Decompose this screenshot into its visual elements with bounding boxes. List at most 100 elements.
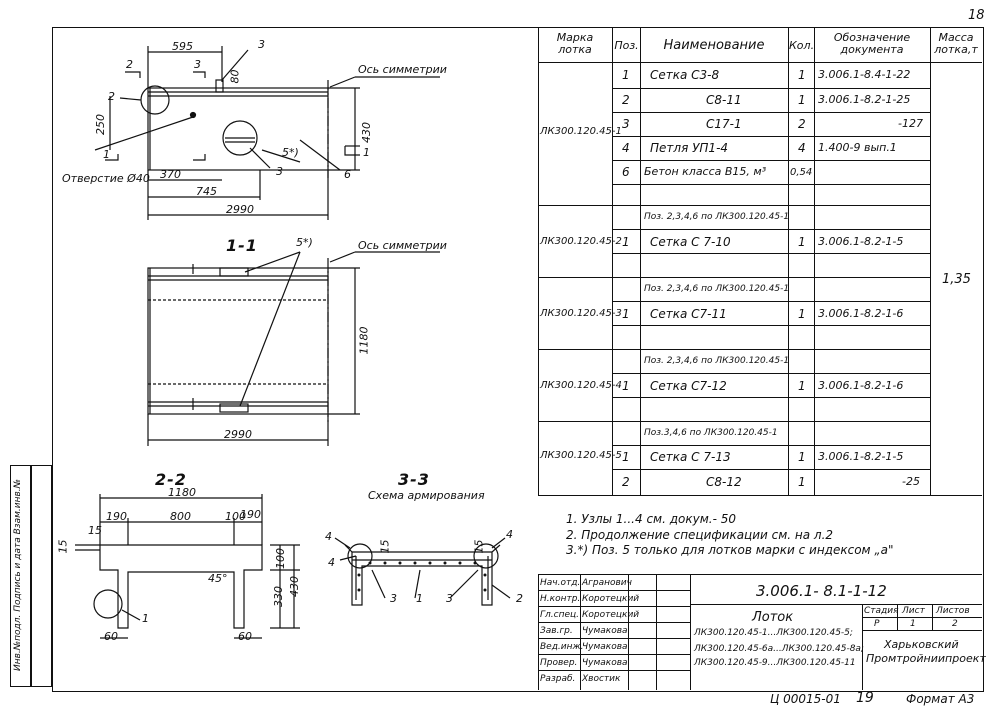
org-line-2: Промтройниипроект [866, 652, 986, 665]
dim-745: 745 [196, 185, 217, 198]
mass-value: 1,35 [942, 272, 971, 287]
footer-format: Формат А3 [906, 692, 975, 706]
row-1-2-qty: 1 [798, 93, 806, 107]
axis-label: Ось симметрии [358, 63, 447, 76]
item-line-1: ЛК300.120.45-1...ЛК300.120.45-5; [694, 628, 853, 638]
drawing-frame [52, 27, 984, 692]
row-4-1-qty: 1 [798, 379, 806, 393]
dim-22-190b: 190 [240, 508, 261, 521]
cut-1b: 1 [363, 146, 370, 159]
row-1-5-pos: 6 [622, 165, 630, 179]
mark-2: ЛК300.120.45-2 [540, 236, 622, 247]
row-1-4-pos: 4 [622, 141, 630, 155]
marker-5: 5*) [282, 146, 299, 159]
note-5: Поз.3,4,6 по ЛК300.120.45-1 [644, 428, 778, 438]
cut-2a: 2 [126, 58, 133, 71]
row-3-1-qty: 1 [798, 307, 806, 321]
dim-430: 430 [360, 122, 373, 143]
row-2-1-pos: 1 [622, 235, 630, 249]
footer-page: 19 [856, 690, 874, 706]
mark-1: ЛК300.120.45-1 [540, 126, 622, 137]
cut-3a: 3 [194, 58, 201, 71]
marker-6: 6 [344, 168, 351, 181]
col-header-qty: Кол. [789, 39, 815, 52]
row-5-1-name: Сетка С 7-13 [650, 450, 731, 464]
dim-595: 595 [172, 40, 193, 53]
section-3-3-subtitle: Схема армирования [368, 489, 485, 502]
dim-22-430: 430 [288, 576, 301, 597]
dim-370: 370 [160, 168, 181, 181]
role-1: Н.контр. [540, 594, 581, 604]
stage-value: Р [874, 619, 880, 629]
dim-22-100b: 100 [274, 548, 287, 569]
section-1-1-axis: Ось симметрии [358, 239, 447, 252]
mark-4: ЛК300.120.45-4 [540, 380, 622, 391]
dim-80: 80 [228, 69, 242, 84]
name-6: Хвостик [582, 674, 621, 684]
note-4: Поз. 2,3,4,6 по ЛК300.120.45-1 [644, 356, 790, 366]
row-5-2-doc: -25 [902, 475, 920, 488]
item-name: Лоток [752, 610, 794, 625]
sheet-label: Лист [902, 606, 925, 616]
name-4: Чумакова [582, 642, 628, 652]
row-1-2-pos: 2 [622, 93, 630, 107]
footer-code: Ц 00015-01 [770, 692, 841, 706]
stage-label: Стадия [864, 606, 899, 616]
marker-33-4c: 4 [506, 528, 513, 541]
role-0: Нач.отд. [540, 578, 581, 588]
name-0: Агранович [582, 578, 632, 588]
row-4-1-pos: 1 [622, 379, 630, 393]
marker-22-1: 1 [142, 612, 149, 625]
row-1-1-name: Сетка С3-8 [650, 68, 720, 82]
row-3-1-doc: 3.006.1-8.2-1-6 [818, 307, 904, 320]
name-2: Коротецкий [582, 610, 640, 620]
col-header-pos: Поз. [614, 39, 639, 52]
item-line-3: ЛК300.120.45-9...ЛК300.120.45-11 [694, 658, 856, 668]
role-3: Зав.гр. [540, 626, 573, 636]
row-1-1-doc: 3.006.1-8.4-1-22 [818, 68, 911, 81]
note-line-1: 1. Узлы 1...4 см. докум.- 50 [566, 512, 736, 526]
note-line-2: 2. Продолжение спецификации см. на л.2 [566, 528, 834, 542]
dim-2990-b: 2990 [224, 428, 252, 441]
row-1-4-name: Петля УП1-4 [650, 141, 729, 155]
col-header-mass: Масса лотка,т [934, 31, 978, 56]
name-5: Чумакова [582, 658, 628, 668]
row-3-1-pos: 1 [622, 307, 630, 321]
row-1-2-name: С8-11 [706, 93, 742, 107]
row-5-2-qty: 1 [798, 475, 806, 489]
row-2-1-name: Сетка С 7-10 [650, 235, 731, 249]
sheet-value: 1 [910, 619, 916, 629]
marker-33-2: 2 [516, 592, 523, 605]
hole-label: Отверстие Ø40 [62, 172, 150, 185]
org-line-1: Харьковский [884, 638, 959, 651]
marker-3b: 3 [276, 165, 283, 178]
dim-22-15a: 15 [88, 524, 102, 537]
dim-250: 250 [94, 114, 107, 135]
name-3: Чумакова [582, 626, 628, 636]
marker-33-1: 1 [416, 592, 423, 605]
doc-code: 3.006.1- 8.1-1-12 [756, 582, 887, 600]
role-6: Разраб. [540, 674, 576, 684]
row-3-1-name: Сетка С7-11 [650, 307, 727, 321]
note-line-3: 3.*) Поз. 5 только для лотков марки с ин… [566, 543, 894, 557]
marker-33-4a: 4 [325, 530, 332, 543]
row-4-1-doc: 3.006.1-8.2-1-6 [818, 379, 904, 392]
dim-22-60a: 60 [104, 630, 118, 643]
row-5-2-pos: 2 [622, 475, 630, 489]
row-1-3-pos: 3 [622, 117, 630, 131]
row-5-1-qty: 1 [798, 450, 806, 464]
role-4: Вед.инж. [540, 642, 584, 652]
row-1-1-pos: 1 [622, 68, 630, 82]
sheets-label: Листов [936, 606, 970, 616]
role-2: Гл.спец. [540, 610, 579, 620]
name-1: Коротецкий [582, 594, 640, 604]
row-1-5-name: Бетон класса В15, м³ [644, 165, 767, 178]
note-2: Поз. 2,3,4,6 по ЛК300.120.45-1 [644, 212, 790, 222]
marker-33-4b: 4 [328, 556, 335, 569]
marker-3a: 3 [258, 38, 265, 51]
side-stamp-box-2 [30, 465, 52, 687]
marker-33-3a: 3 [390, 592, 397, 605]
row-2-1-doc: 3.006.1-8.2-1-5 [818, 235, 904, 248]
marker-2: 2 [108, 90, 115, 103]
